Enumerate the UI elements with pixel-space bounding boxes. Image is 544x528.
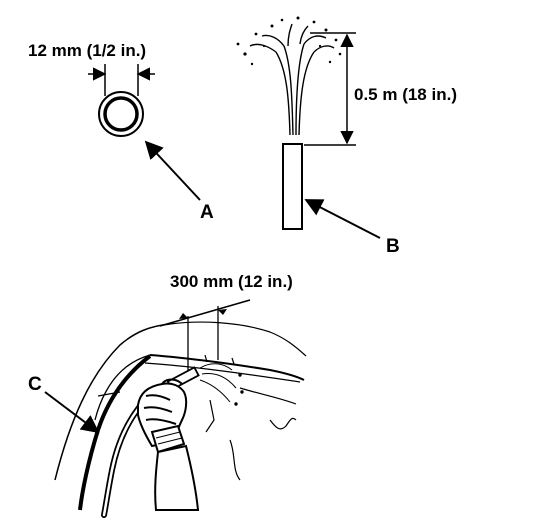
gloved-hand: [137, 378, 200, 511]
nozzle-spray: [199, 363, 244, 406]
water-column-figure: 0.5 m (18 in.) B: [236, 16, 457, 257]
water-splash: [249, 23, 335, 136]
callout-c-label: C: [28, 374, 42, 395]
callout-b-label: B: [386, 236, 400, 257]
callout-a-pointer: [144, 140, 201, 201]
hose-inner-ring: [103, 96, 139, 132]
spray-distance-dimension: [159, 299, 251, 327]
vehicle-body: [54, 321, 307, 481]
body-seam-c: [78, 354, 152, 511]
spray-distance-label: 300 mm (12 in.): [170, 272, 293, 291]
callout-b-pointer: [304, 199, 381, 239]
callout-c-pointer: [44, 391, 100, 434]
hose-diameter-label: 12 mm (1/2 in.): [28, 41, 146, 60]
hose-cross-section-figure: 12 mm (1/2 in.) A: [28, 41, 214, 223]
callout-a-label: A: [200, 202, 214, 223]
hose-b: [282, 143, 303, 230]
spray-test-figure: 300 mm (12 in.): [28, 272, 307, 518]
spray-height-label: 0.5 m (18 in.): [354, 85, 457, 104]
hose-outer-ring: [98, 91, 144, 137]
